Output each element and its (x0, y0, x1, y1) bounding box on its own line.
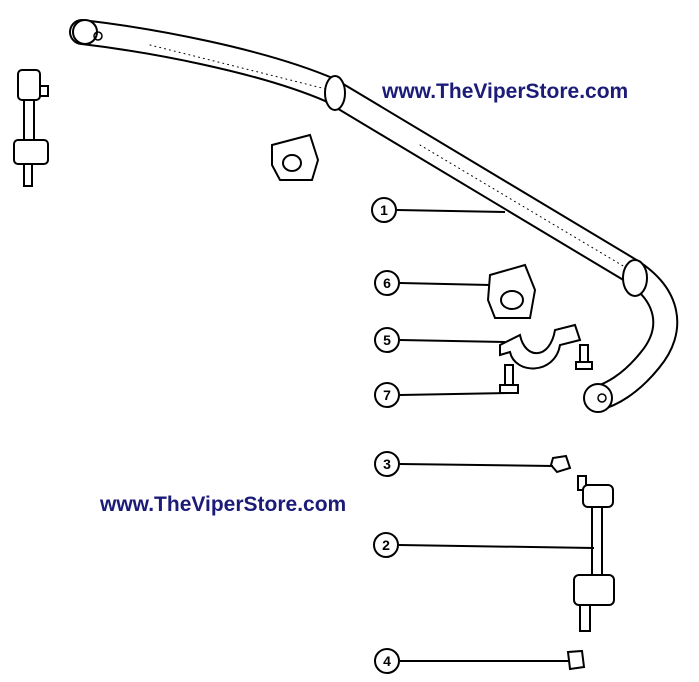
callout-2: 2 (373, 532, 399, 558)
leader-lines (396, 209, 595, 662)
callout-6: 6 (374, 270, 400, 296)
callout-4: 4 (374, 648, 400, 674)
bar-end-eye-left (72, 19, 103, 45)
bushing-6 (486, 263, 537, 319)
callout-5: 5 (374, 327, 400, 353)
link-left (13, 69, 49, 187)
watermark-middle: www.TheViperStore.com (100, 493, 347, 516)
bushing-loose (271, 133, 320, 181)
nut-3 (549, 454, 572, 474)
callout-1: 1 (371, 197, 397, 223)
callout-3: 3 (374, 451, 400, 477)
callout-7: 7 (374, 382, 400, 408)
bar-bushings (324, 75, 648, 297)
bar-end-eye-right (583, 383, 613, 413)
nut-4 (566, 649, 586, 671)
link-2 (573, 475, 615, 632)
watermark-top: www.TheViperStore.com (382, 80, 629, 103)
bracket-5 (499, 323, 582, 370)
